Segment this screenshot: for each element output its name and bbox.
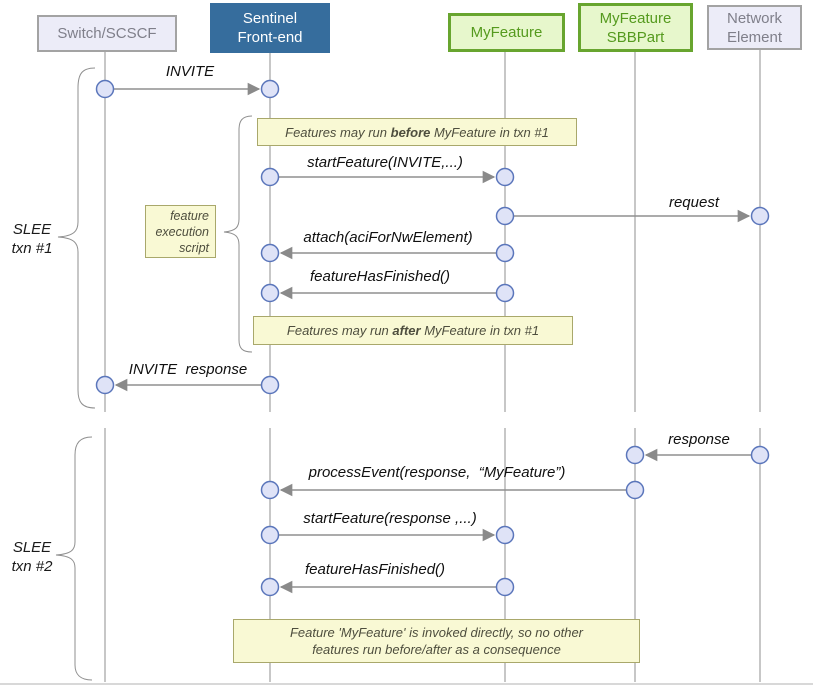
message-label-response: response	[668, 431, 730, 448]
note-text: Features may run	[286, 323, 393, 338]
note-invoked-directly: Feature 'MyFeature' is invoked directly,…	[233, 619, 640, 663]
actor-label: SBBPart	[606, 28, 665, 46]
message-label-feature-has-finished-2: featureHasFinished()	[304, 561, 446, 578]
note-text: Features may run	[285, 124, 391, 140]
actor-label: Element	[726, 28, 783, 46]
lifeline-node	[625, 480, 645, 500]
group-label-line: SLEE	[12, 539, 52, 556]
actor-sentinel-front-end: Sentinel Front-end	[210, 3, 330, 53]
note-features-before: Features may run before MyFeature in txn…	[257, 118, 577, 146]
message-arrows	[114, 82, 751, 594]
message-label-invite-response: INVITE response	[128, 361, 248, 378]
lifelines	[104, 50, 761, 682]
note-feature-execution-script: feature execution script	[145, 205, 216, 258]
message-label-start-feature-invite: startFeature(INVITE,...)	[307, 154, 463, 171]
note-text: MyFeature in txn #1	[430, 124, 549, 140]
message-label-process-event: processEvent(response, “MyFeature”)	[308, 464, 566, 481]
note-text-bold: before	[390, 124, 431, 140]
lifeline-node	[95, 79, 115, 99]
note-text: MyFeature in txn #1	[420, 323, 540, 338]
group-label-slee-txn1: SLEE txn #1	[2, 220, 62, 258]
note-text: script	[179, 240, 209, 255]
message-label-attach: attach(aciForNwElement)	[303, 229, 473, 246]
actor-label: Front-end	[237, 29, 303, 46]
note-text: Feature 'MyFeature' is invoked directly,…	[289, 625, 584, 640]
lifeline-node	[625, 445, 645, 465]
group-label-line: SLEE	[12, 221, 52, 238]
actor-myfeature-sbbpart: MyFeature SBBPart	[578, 3, 693, 52]
actor-label: Switch/SCSCF	[57, 25, 157, 42]
lifeline-node	[495, 577, 515, 597]
group-braces	[55, 67, 253, 681]
lifeline-node	[495, 525, 515, 545]
lifeline-node	[95, 375, 115, 395]
actor-network-element: Network Element	[707, 5, 802, 50]
lifeline-node	[260, 375, 280, 395]
lifeline-node	[260, 167, 280, 187]
lifeline-node	[495, 243, 515, 263]
actor-switch-scscf: Switch/SCSCF	[37, 15, 177, 52]
lifeline-node	[260, 79, 280, 99]
lifeline-node	[260, 283, 280, 303]
lifeline-node	[260, 525, 280, 545]
note-text: feature	[170, 208, 209, 223]
brace-feature-script	[223, 115, 253, 353]
note-text: features run before/after as a consequen…	[312, 642, 561, 657]
lifeline-node	[495, 206, 515, 226]
group-label-slee-txn2: SLEE txn #2	[2, 538, 62, 576]
actor-label: Network	[726, 9, 782, 27]
lifeline-node	[495, 283, 515, 303]
message-label-feature-has-finished-1: featureHasFinished()	[309, 268, 451, 285]
lifeline-node	[260, 577, 280, 597]
brace-slee-txn1	[57, 67, 96, 409]
group-label-line: txn #1	[11, 240, 53, 257]
lifeline-node	[260, 480, 280, 500]
lifeline-node	[495, 167, 515, 187]
note-text-bold: after	[392, 323, 421, 338]
actor-label: Sentinel	[242, 10, 298, 27]
message-label-request: request	[668, 194, 720, 211]
lifeline-node	[750, 206, 770, 226]
message-label-invite: INVITE	[165, 63, 215, 80]
actor-label: MyFeature	[470, 24, 543, 41]
group-label-line: txn #2	[11, 558, 53, 575]
brace-slee-txn2	[55, 436, 93, 681]
lifeline-node	[750, 445, 770, 465]
lifeline-node	[260, 243, 280, 263]
message-label-start-feature-response: startFeature(response ,...)	[303, 510, 477, 527]
note-text: execution	[155, 224, 209, 239]
actor-myfeature: MyFeature	[448, 13, 565, 52]
lifeline-nodes	[95, 79, 770, 597]
note-features-after: Features may run after MyFeature in txn …	[253, 316, 573, 345]
actor-label: MyFeature	[599, 9, 672, 27]
